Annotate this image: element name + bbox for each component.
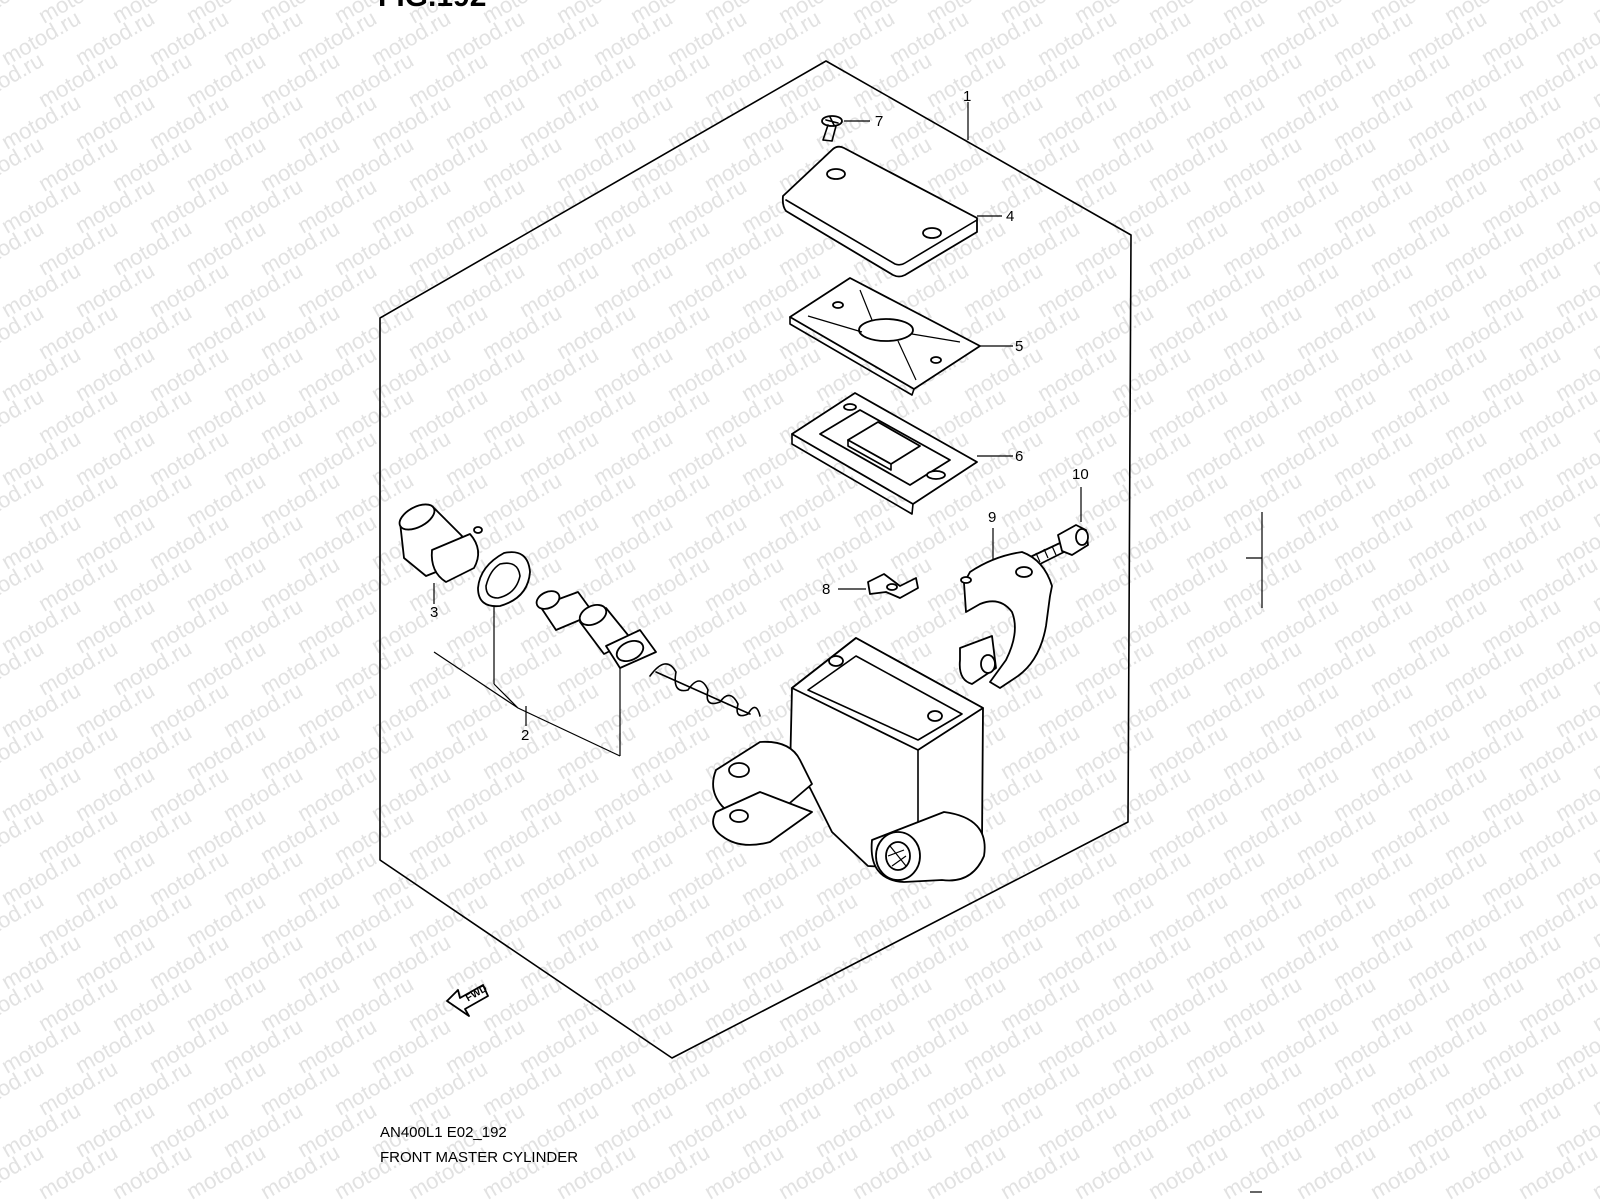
circlip [477, 551, 531, 684]
part-8-clip [838, 573, 919, 599]
figure-title: FIG.192 [378, 0, 486, 13]
callout-3: 3 [430, 604, 438, 621]
assembly-frame [379, 60, 1132, 1059]
callout-10: 10 [1072, 466, 1089, 483]
callout-7: 7 [875, 113, 883, 130]
part-3-boot [398, 503, 483, 604]
callout-5: 5 [1015, 338, 1023, 355]
caption-title: FRONT MASTER CYLINDER [380, 1149, 578, 1166]
part-5-diaphragm-plate [789, 277, 1013, 396]
callout-8: 8 [822, 581, 830, 598]
edge-tick [1246, 512, 1263, 608]
drawing-code: AN400L1 E02_192 [380, 1124, 507, 1141]
part-4-reservoir-cap [781, 145, 1002, 278]
callout-1: 1 [963, 88, 971, 105]
master-cylinder-body [712, 637, 986, 883]
callout-6: 6 [1015, 448, 1023, 465]
callout-4: 4 [1006, 208, 1014, 225]
callout-2: 2 [521, 727, 529, 744]
callout-9: 9 [988, 509, 996, 526]
part-9-handlebar-clamp [958, 528, 1053, 689]
part-7-screw [821, 115, 870, 142]
part-6-diaphragm [791, 392, 1013, 515]
group-bracket-2 [433, 651, 621, 757]
piston-assembly [535, 590, 761, 756]
